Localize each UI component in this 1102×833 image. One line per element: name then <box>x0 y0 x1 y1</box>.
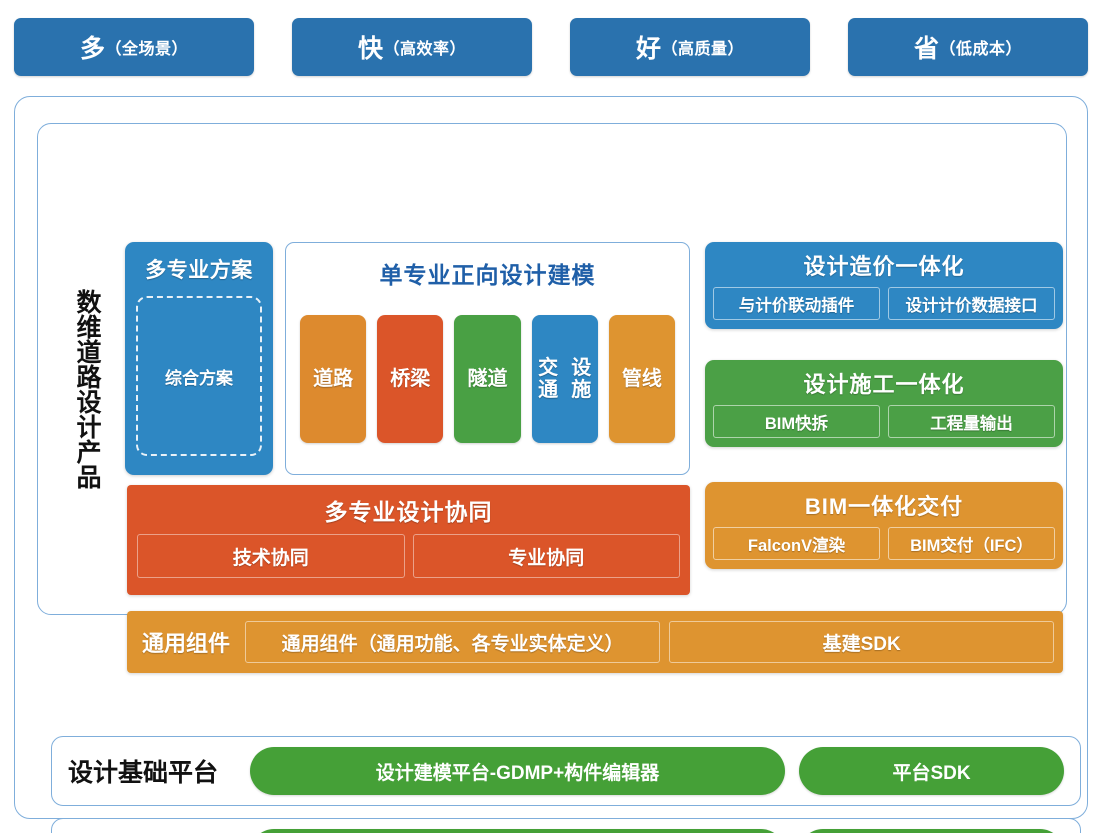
platform-row-design-base-sdk[interactable]: 平台SDK <box>799 747 1064 795</box>
scheme-comprehensive-item[interactable]: 综合方案 <box>136 296 262 456</box>
integration-cost-item-pricing-plugin[interactable]: 与计价联动插件 <box>713 287 880 320</box>
product-outer-container: 数维道路设计产品 多专业方案 综合方案 单专业正向设计建模 道路 桥梁 隧道 交… <box>14 96 1088 833</box>
common-components-item-infra-sdk[interactable]: 基建SDK <box>669 621 1054 663</box>
pill-sheng-keyword: 省 <box>913 35 940 63</box>
discipline-column-traffic-facility[interactable]: 交通设施 <box>531 315 598 443</box>
integration-delivery-item-falconv-render[interactable]: FalconV渲染 <box>713 527 880 560</box>
common-components-band[interactable]: 通用组件 通用组件（通用功能、各专业实体定义） 基建SDK <box>127 611 1063 673</box>
multi-discipline-scheme-panel[interactable]: 多专业方案 综合方案 <box>125 242 273 475</box>
collaboration-items: 技术协同 专业协同 <box>137 534 680 578</box>
modelling-panel-title: 单专业正向设计建模 <box>379 262 596 288</box>
integration-panel-design-cost[interactable]: 设计造价一体化 与计价联动插件 设计计价数据接口 <box>705 242 1063 329</box>
integration-cost-items: 与计价联动插件 设计计价数据接口 <box>713 287 1055 320</box>
pill-sheng[interactable]: 省 （低成本） <box>848 18 1088 76</box>
discipline-column-group: 道路 桥梁 隧道 交通设施 管线 <box>300 315 676 443</box>
value-proposition-pill-row: 多 （全场景） 快 （高效率） 好 （高质量） 省 （低成本） <box>14 18 1088 76</box>
discipline-column-pipeline[interactable]: 管线 <box>608 315 676 443</box>
integration-cost-item-data-interface[interactable]: 设计计价数据接口 <box>888 287 1055 320</box>
common-components-lead-label: 通用组件 <box>142 631 231 656</box>
integration-construction-title: 设计施工一体化 <box>803 372 965 397</box>
pill-kuai-keyword: 快 <box>357 35 384 63</box>
collaboration-title: 多专业设计协同 <box>324 499 493 525</box>
collaboration-item-technical[interactable]: 技术协同 <box>137 534 405 578</box>
pill-duo-keyword: 多 <box>79 35 106 63</box>
discipline-column-bridge[interactable]: 桥梁 <box>377 315 444 443</box>
pill-sheng-detail: （低成本） <box>939 41 1023 58</box>
common-components-item-general[interactable]: 通用组件（通用功能、各专业实体定义） <box>245 621 661 663</box>
collaboration-band[interactable]: 多专业设计协同 技术协同 专业协同 <box>127 485 690 595</box>
discipline-column-road[interactable]: 道路 <box>300 315 367 443</box>
integration-delivery-item-bim-ifc[interactable]: BIM交付（IFC） <box>888 527 1055 560</box>
platform-row-design-base-main[interactable]: 设计建模平台-GDMP+构件编辑器 <box>250 747 785 795</box>
discipline-column-tunnel[interactable]: 隧道 <box>454 315 521 443</box>
integration-construction-items: BIM快拆 工程量输出 <box>713 405 1055 438</box>
platform-row-design-base: 设计基础平台 设计建模平台-GDMP+构件编辑器 平台SDK <box>51 736 1081 806</box>
pill-hao-detail: （高质量） <box>661 41 745 58</box>
pill-kuai[interactable]: 快 （高效率） <box>292 18 532 76</box>
integration-construction-item-bim-split[interactable]: BIM快拆 <box>713 405 880 438</box>
platform-row-graphics-engine: 图形引擎 基于广联达自主知识产权的BIM三维图形引擎-GGP 图形SDK <box>51 818 1081 833</box>
pill-hao[interactable]: 好 （高质量） <box>570 18 810 76</box>
integration-panel-bim-delivery[interactable]: BIM一体化交付 FalconV渲染 BIM交付（IFC） <box>705 482 1063 569</box>
pill-hao-keyword: 好 <box>635 35 662 63</box>
collaboration-item-professional[interactable]: 专业协同 <box>412 534 680 578</box>
product-family-vertical-label: 数维道路设计产品 <box>73 289 101 489</box>
platform-row-graphics-engine-main[interactable]: 基于广联达自主知识产权的BIM三维图形引擎-GGP <box>250 829 785 833</box>
integration-delivery-items: FalconV渲染 BIM交付（IFC） <box>713 527 1055 560</box>
scheme-panel-title: 多专业方案 <box>145 259 253 282</box>
pill-kuai-detail: （高效率） <box>383 41 467 58</box>
integration-panel-design-construction[interactable]: 设计施工一体化 BIM快拆 工程量输出 <box>705 360 1063 447</box>
single-discipline-modelling-panel: 单专业正向设计建模 道路 桥梁 隧道 交通设施 管线 <box>285 242 690 475</box>
platform-row-graphics-engine-sdk[interactable]: 图形SDK <box>799 829 1064 833</box>
integration-delivery-title: BIM一体化交付 <box>804 494 964 519</box>
pill-duo[interactable]: 多 （全场景） <box>14 18 254 76</box>
integration-cost-title: 设计造价一体化 <box>803 254 965 279</box>
platform-row-design-base-label: 设计基础平台 <box>68 759 219 787</box>
pill-duo-detail: （全场景） <box>105 41 189 58</box>
integration-construction-item-quantity-output[interactable]: 工程量输出 <box>888 405 1055 438</box>
